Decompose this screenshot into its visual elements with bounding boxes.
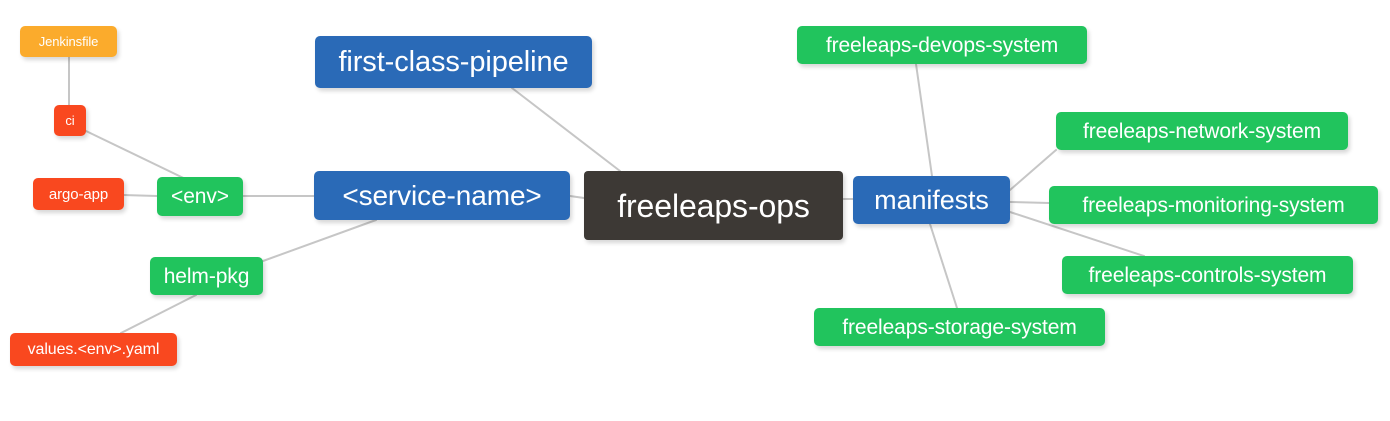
edge-valuesyaml-helmpkg — [120, 294, 197, 334]
edge-manifests-network — [1009, 149, 1057, 191]
edge-manifests-devops — [915, 63, 933, 177]
node-manifests[interactable]: manifests — [853, 176, 1010, 224]
node-first-class-pipeline[interactable]: first-class-pipeline — [315, 36, 592, 88]
node-argo-app[interactable]: argo-app — [33, 178, 124, 210]
node-ci[interactable]: ci — [54, 105, 86, 136]
edge-pipeline-ops — [511, 87, 621, 172]
node-service-name[interactable]: <service-name> — [314, 171, 570, 220]
edge-servicename-ops — [569, 195, 585, 199]
node-freeleaps-controls-system[interactable]: freeleaps-controls-system — [1062, 256, 1353, 294]
node-freeleaps-storage-system[interactable]: freeleaps-storage-system — [814, 308, 1105, 346]
node-helm-pkg[interactable]: helm-pkg — [150, 257, 263, 295]
node-freeleaps-ops[interactable]: freeleaps-ops — [584, 171, 843, 240]
edge-argoapp-env — [123, 194, 158, 197]
edge-manifests-monitoring — [1009, 201, 1050, 204]
node-env[interactable]: <env> — [157, 177, 243, 216]
edge-manifests-storage — [929, 223, 958, 309]
node-jenkinsfile[interactable]: Jenkinsfile — [20, 26, 117, 57]
node-freeleaps-monitoring-system[interactable]: freeleaps-monitoring-system — [1049, 186, 1378, 224]
edge-helmpkg-servicename — [262, 219, 377, 262]
node-values-yaml[interactable]: values.<env>.yaml — [10, 333, 177, 366]
node-freeleaps-devops-system[interactable]: freeleaps-devops-system — [797, 26, 1087, 64]
node-freeleaps-network-system[interactable]: freeleaps-network-system — [1056, 112, 1348, 150]
